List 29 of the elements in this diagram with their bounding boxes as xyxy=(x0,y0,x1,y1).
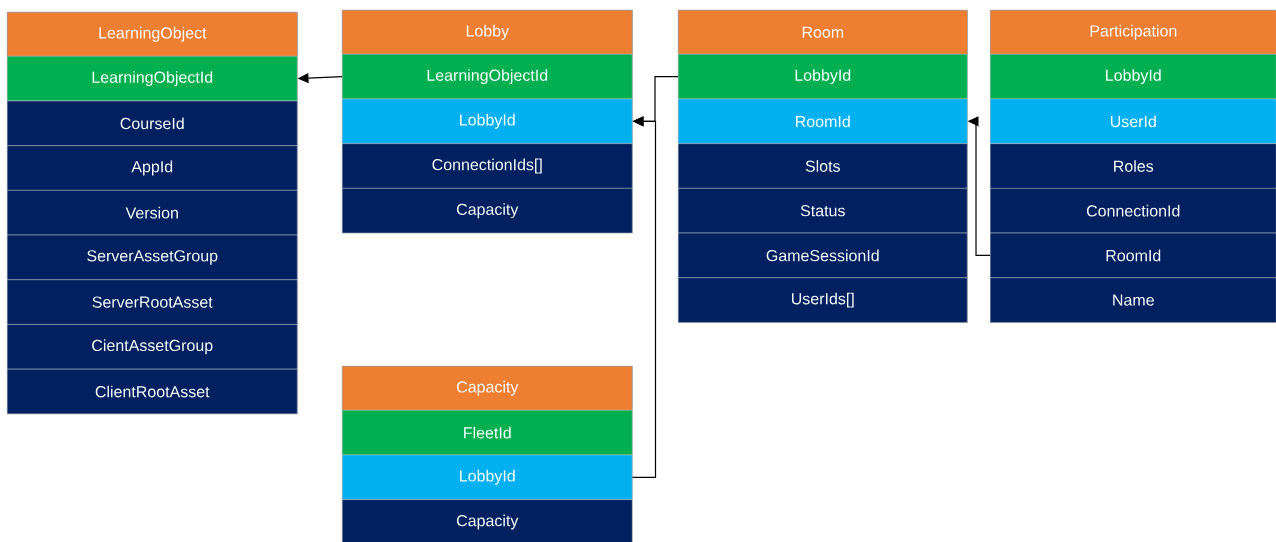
table-row: LearningObjectId xyxy=(342,54,633,100)
table-row: LobbyId xyxy=(342,98,633,144)
table-row: UserIds[] xyxy=(678,277,968,323)
table-row: ClientRootAsset xyxy=(7,368,298,415)
table-row: Name xyxy=(990,277,1276,323)
table-row: LearningObjectId xyxy=(7,56,298,102)
table-row: RoomId xyxy=(990,232,1276,278)
table-row: Capacity xyxy=(342,499,633,542)
table-row: UserId xyxy=(990,98,1276,144)
table-row: CientAssetGroup xyxy=(7,324,298,370)
table-row: LobbyId xyxy=(342,454,633,500)
table-row: Roles xyxy=(990,143,1276,189)
node-label: RoomId xyxy=(1106,249,1161,262)
table-row: CourseId xyxy=(7,100,298,146)
table-row: AppId xyxy=(7,145,298,191)
table-row: ServerAssetGroup xyxy=(7,234,298,280)
table-row: Status xyxy=(678,188,968,234)
table-row: LobbyId xyxy=(990,54,1276,100)
table-row: LobbyId xyxy=(678,54,968,100)
table-row: Version xyxy=(7,190,298,236)
table-row: GameSessionId xyxy=(678,232,968,278)
table-row: FleetId xyxy=(342,410,633,456)
table-row: RoomId xyxy=(678,98,968,144)
table-row: ConnectionId xyxy=(990,188,1276,234)
table-row: ServerRootAsset xyxy=(7,279,298,325)
table-row: Slots xyxy=(678,143,968,189)
connector-arrow xyxy=(631,116,657,478)
table-row: Capacity xyxy=(342,188,633,234)
table-row: ConnectionIds[] xyxy=(342,143,633,189)
